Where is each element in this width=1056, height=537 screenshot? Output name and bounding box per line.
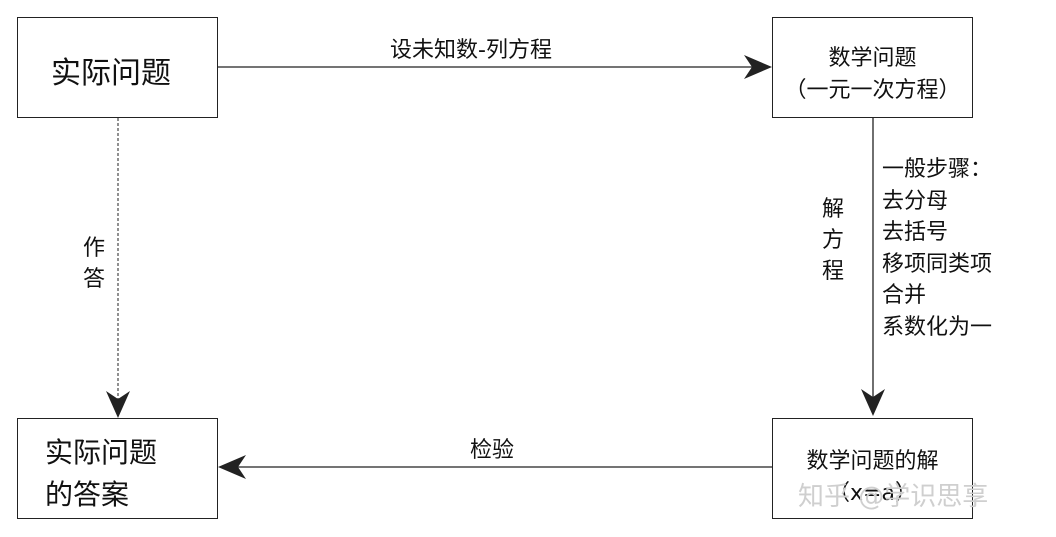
arrowhead-down-left [106,391,130,418]
answer-box: 实际问题 的答案 [17,418,218,519]
step-item: 移项同类项 [882,251,993,277]
edge-label-setup-equation: 设未知数-列方程 [390,38,552,63]
edge-label-solve: 解 方 程 [820,194,846,287]
step-item: 系数化为一 [882,314,993,340]
edge-label-verify: 检验 [470,438,515,463]
edge-label-solve-char: 程 [821,259,844,284]
answer-label-line1: 实际问题 [45,436,158,469]
answer-label-line2: 的答案 [45,478,130,511]
real-problem-box: 实际问题 [17,17,218,118]
real-problem-label: 实际问题 [51,56,171,91]
solution-subtitle: （x=a） [828,481,917,506]
arrowhead-down-right [861,389,885,416]
edge-label-answer: 作 答 [81,233,107,295]
solution-box: 数学问题的解 （x=a） [772,418,973,519]
solution-label: 数学问题的解 [806,449,939,474]
edge-label-solve-char: 方 [821,228,844,253]
math-problem-box: 数学问题 （一元一次方程） [772,17,973,118]
edge-label-solve-char: 解 [821,197,844,222]
steps-list: 一般步骤： 去分母 去括号 移项同类项 合并 系数化为一 [882,154,992,343]
steps-title: 一般步骤： [882,157,993,182]
step-item: 合并 [882,283,927,308]
math-problem-subtitle: （一元一次方程） [784,78,961,103]
arrowhead-right [744,55,772,79]
step-item: 去括号 [882,220,949,245]
watermark: 知乎 @学识思享 [798,482,989,512]
edge-label-answer-char: 作 [82,236,105,261]
math-problem-label: 数学问题 [828,46,917,71]
step-item: 去分母 [882,188,949,214]
arrowhead-left [218,455,246,479]
edge-label-answer-char: 答 [82,267,105,292]
